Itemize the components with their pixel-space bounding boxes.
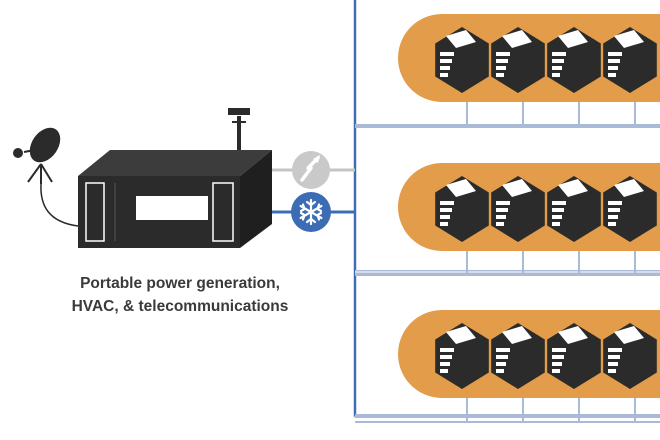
server-rack-icon — [603, 27, 657, 93]
caption-line-1: Portable power generation, — [80, 275, 280, 292]
server-rack-icon — [603, 323, 657, 389]
lightning-bolt-icon — [292, 151, 330, 189]
server-rack-icon — [491, 323, 545, 389]
satellite-dish-icon — [13, 127, 79, 227]
antenna-mast-icon — [228, 108, 250, 156]
caption-line-2: HVAC, & telecommunications — [71, 298, 289, 315]
server-rack-icon — [547, 176, 601, 242]
snowflake-icon — [291, 192, 331, 232]
rack-row — [355, 310, 660, 423]
server-rack-icon — [603, 176, 657, 242]
rack-row — [355, 163, 660, 276]
rack-rows — [355, 14, 660, 423]
portable-container — [78, 150, 272, 248]
server-rack-icon — [435, 176, 489, 242]
server-rack-icon — [491, 176, 545, 242]
server-rack-icon — [547, 27, 601, 93]
container-caption: Portable power generation, HVAC, & telec… — [30, 272, 330, 318]
server-rack-icon — [435, 323, 489, 389]
server-rack-icon — [491, 27, 545, 93]
server-rack-icon — [435, 27, 489, 93]
rack-row — [355, 14, 660, 127]
server-rack-icon — [547, 323, 601, 389]
